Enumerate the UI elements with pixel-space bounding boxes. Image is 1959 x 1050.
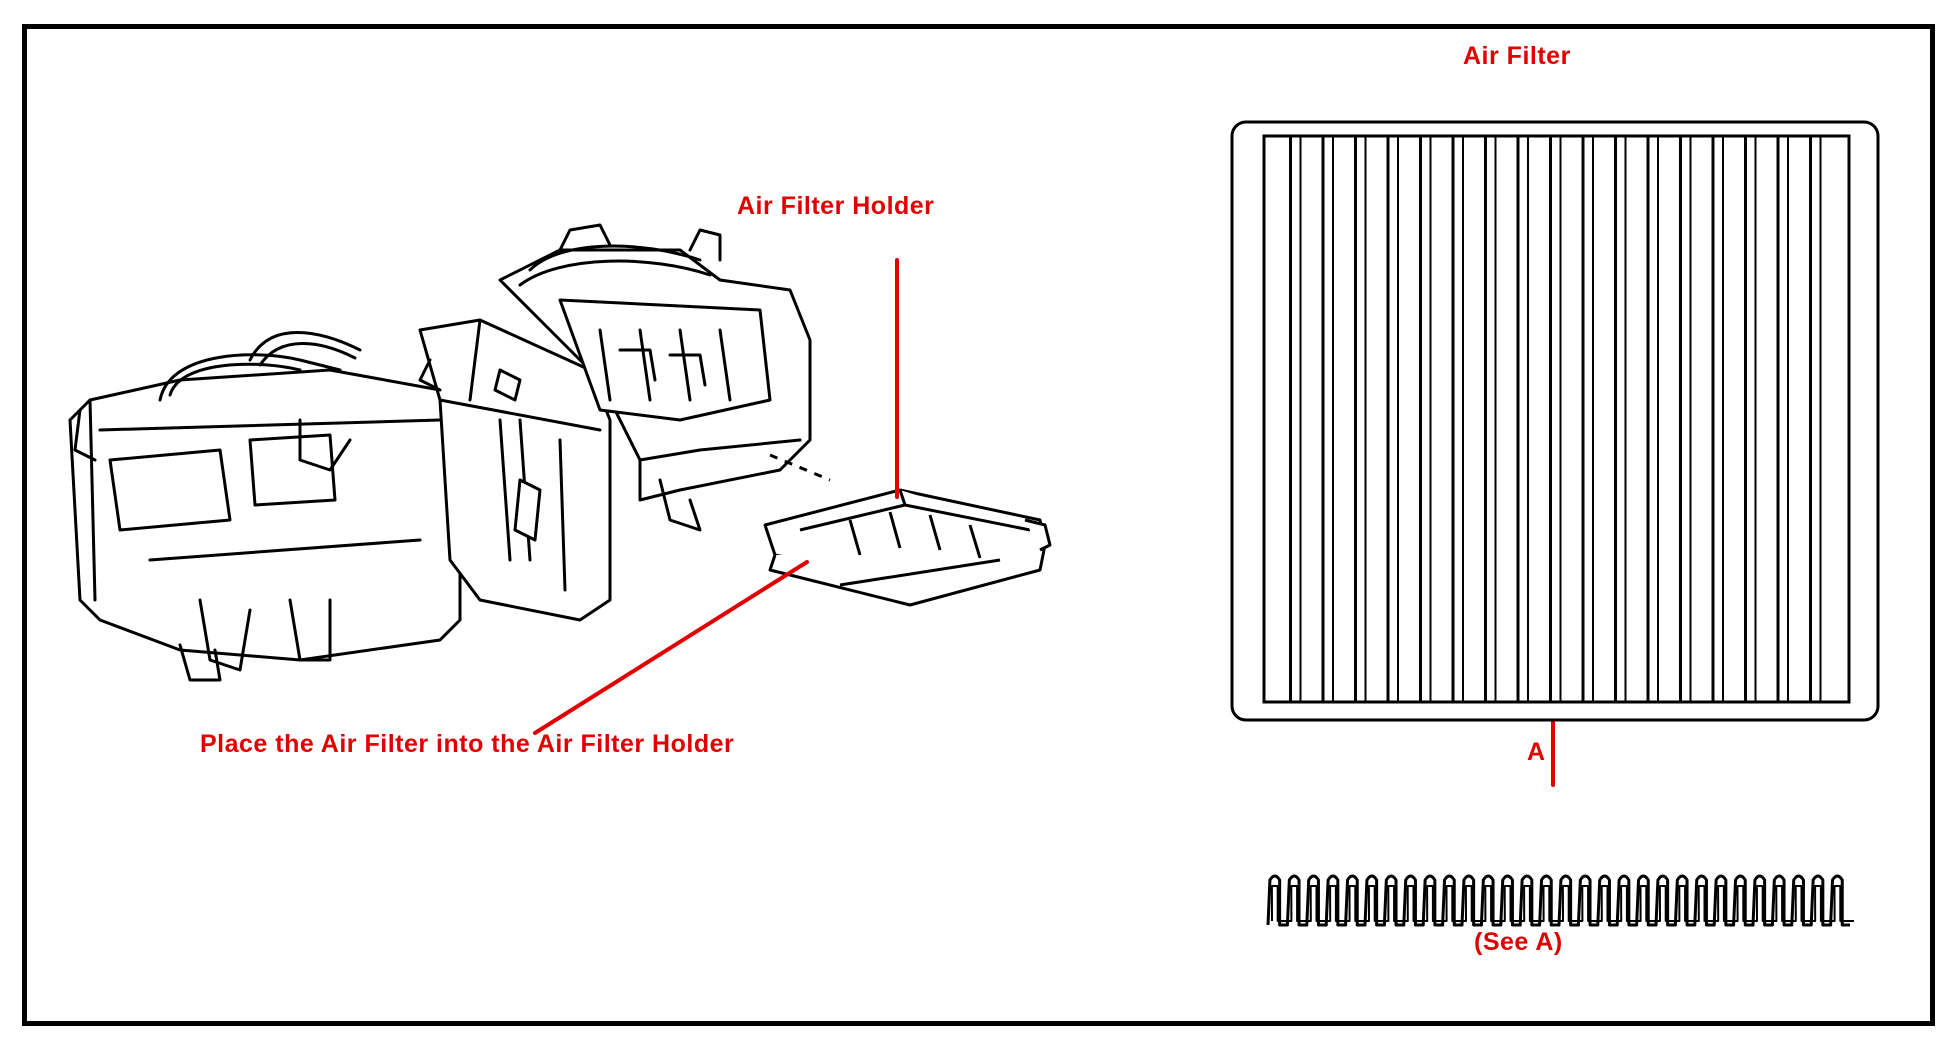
- place-instruction-label: Place the Air Filter into the Air Filter…: [200, 730, 735, 758]
- callout-lines: [533, 258, 1555, 787]
- insertion-guide-line: [769, 453, 831, 482]
- pleat-cross-section-detail: [1266, 874, 1854, 927]
- see-a-label: (See A): [1474, 928, 1563, 956]
- place-instruction-leader-line: [533, 560, 809, 735]
- callout-a-label: A: [1527, 738, 1546, 766]
- air-filter-illustration: [1230, 120, 1880, 722]
- air-filter-holder-illustration: [763, 488, 1052, 607]
- hvac-unit-illustration: [68, 223, 812, 682]
- air-filter-label: Air Filter: [1463, 42, 1571, 70]
- air-filter-holder-label: Air Filter Holder: [737, 192, 935, 220]
